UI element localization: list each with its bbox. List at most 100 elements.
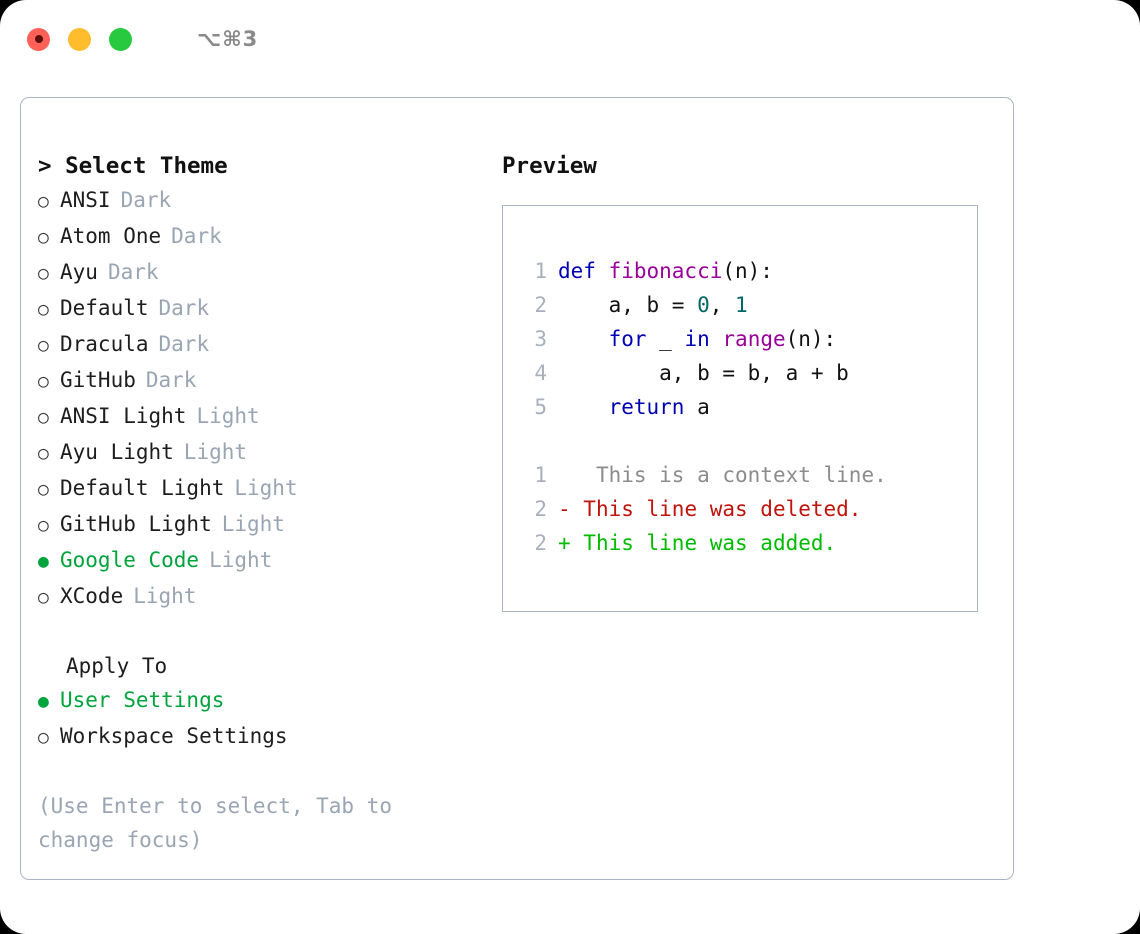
minimize-button[interactable]: [68, 27, 91, 51]
code-token-fn: fibonacci: [608, 259, 723, 283]
code-line-text: return a: [558, 390, 710, 424]
code-token-plain: a, b =: [558, 293, 698, 317]
theme-option-google-code[interactable]: ● Google Code Light: [38, 543, 468, 579]
close-button[interactable]: [27, 27, 50, 51]
code-token-plain: [558, 395, 609, 419]
radio-unselected-icon: ○: [38, 407, 49, 428]
preview-heading: Preview: [502, 153, 597, 179]
diff-marker: +: [558, 531, 571, 555]
theme-option-tag: Light: [234, 476, 298, 500]
radio-unselected-icon: ○: [38, 727, 49, 748]
code-blank-line: [521, 424, 977, 458]
diff-line-ctx: 1 This is a context line.: [521, 458, 977, 492]
apply-to-option-label: Workspace Settings: [60, 724, 288, 748]
radio-unselected-icon: ○: [38, 443, 49, 464]
theme-option-tag: Dark: [158, 332, 210, 356]
code-line-text: for _ in range(n):: [558, 322, 837, 356]
theme-option-tag: Dark: [158, 296, 210, 320]
theme-option-label: Ayu: [60, 260, 98, 284]
theme-option-ayu[interactable]: ○ Ayu Dark: [38, 255, 468, 291]
apply-to-option-label: User Settings: [60, 688, 225, 712]
radio-unselected-icon: ○: [38, 335, 49, 356]
theme-option-label: Google Code: [60, 548, 200, 572]
radio-unselected-icon: ○: [38, 587, 49, 608]
diff-line-text: This is a context line.: [570, 463, 887, 487]
radio-unselected-icon: ○: [38, 191, 49, 212]
code-line: 5 return a: [521, 390, 977, 424]
theme-option-ayu-light[interactable]: ○ Ayu Light Light: [38, 435, 468, 471]
code-line: 1 def fibonacci(n):: [521, 254, 977, 288]
theme-option-label: XCode: [60, 584, 124, 608]
code-line-text: a, b = b, a + b: [558, 356, 849, 390]
code-line-number: 5: [534, 395, 547, 419]
theme-option-tag: Dark: [145, 368, 197, 392]
code-token-num: 1: [735, 293, 748, 317]
theme-option-tag: Light: [183, 440, 248, 464]
code-token-kw: in: [684, 327, 710, 351]
keyboard-hint-line-2: change focus): [38, 828, 203, 852]
apply-to-option-workspace-settings[interactable]: ○ Workspace Settings: [38, 719, 468, 755]
theme-option-tag: Dark: [171, 224, 222, 248]
theme-option-label: GitHub Light: [60, 512, 212, 536]
maximize-button[interactable]: [109, 27, 132, 51]
diff-line-text: This line was deleted.: [570, 497, 862, 521]
radio-selected-icon: ●: [38, 551, 49, 572]
code-line-number: 1: [534, 259, 547, 283]
radio-selected-icon: ●: [38, 691, 49, 712]
diff-line-number: 1: [534, 463, 547, 487]
code-token-kw: def: [558, 259, 609, 283]
theme-option-tag: Dark: [107, 260, 159, 284]
code-line: 4 a, b = b, a + b: [521, 356, 977, 390]
code-token-num: 0: [697, 293, 710, 317]
radio-unselected-icon: ○: [38, 263, 49, 284]
radio-unselected-icon: ○: [38, 299, 49, 320]
code-line-number: 3: [534, 327, 547, 351]
theme-option-label: GitHub: [60, 368, 136, 392]
code-token-punct: (n):: [722, 259, 773, 283]
code-token-plain: _: [646, 327, 685, 351]
apply-to-heading: Apply To: [66, 654, 168, 678]
code-token-plain: ,: [709, 293, 736, 317]
theme-option-label: Ayu Light: [60, 440, 174, 464]
code-token-fn: range: [722, 327, 786, 351]
panel-spacer: [38, 615, 468, 649]
title-bar: ⌥⌘3: [0, 0, 1140, 78]
diff-sample: 1 This is a context line.2- This line wa…: [521, 458, 977, 560]
code-line-number: 2: [534, 293, 547, 317]
theme-option-label: Atom One: [60, 224, 162, 248]
theme-option-tag: Dark: [120, 188, 172, 212]
code-line-text: a, b = 0, 1: [558, 288, 748, 322]
apply-to-option-user-settings[interactable]: ● User Settings: [38, 683, 468, 719]
keyboard-hint: (Use Enter to select, Tab to change focu…: [38, 789, 438, 857]
diff-line-add: 2+ This line was added.: [521, 526, 977, 560]
theme-option-tag: Light: [133, 584, 197, 608]
apply-to-options-list: ● User Settings ○ Workspace Settings: [38, 683, 468, 755]
diff-marker: -: [558, 497, 571, 521]
code-token-plain: a: [684, 395, 710, 419]
window-title-shortcut: ⌥⌘3: [197, 27, 259, 51]
code-token-punct: (n):: [785, 327, 837, 351]
keyboard-hint-line-1: (Use Enter to select, Tab to: [38, 794, 393, 818]
theme-option-tag: Light: [209, 548, 273, 572]
code-line: 3 for _ in range(n):: [521, 322, 977, 356]
record-indicator-dot: [34, 35, 43, 43]
code-line-number: 4: [534, 361, 547, 385]
theme-option-xcode[interactable]: ○ XCode Light: [38, 579, 468, 615]
code-line: 2 a, b = 0, 1: [521, 288, 977, 322]
theme-option-label: ANSI Light: [60, 404, 187, 428]
code-token-plain: [710, 327, 723, 351]
code-token-kw: return: [608, 395, 685, 419]
